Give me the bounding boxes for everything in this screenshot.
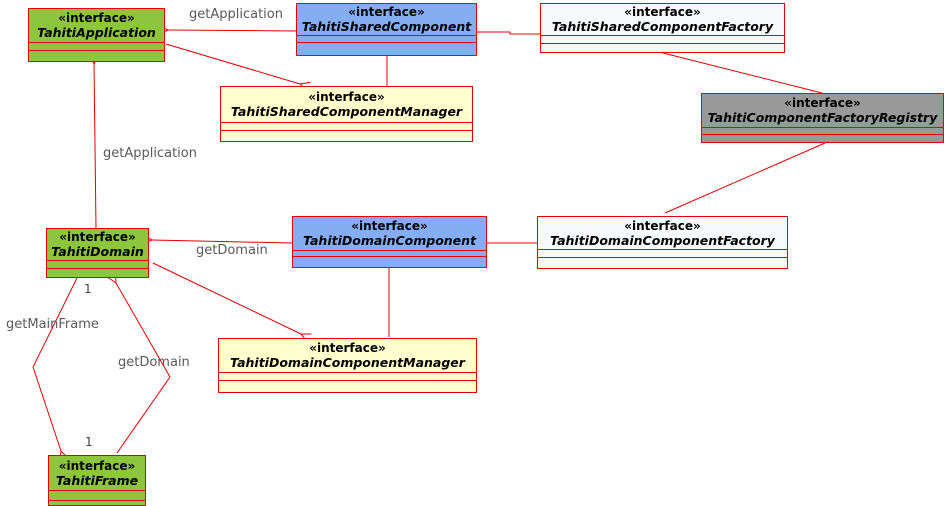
operations-compartment bbox=[702, 135, 943, 142]
stereotype-label: «interface» bbox=[59, 230, 136, 244]
node-header: «interface» TahitiSharedComponentFactory bbox=[541, 4, 784, 36]
interface-name-label: TahitiSharedComponentManager bbox=[230, 104, 463, 119]
operations-compartment bbox=[49, 501, 145, 505]
edge-getmainframe-domain-to-frame[interactable] bbox=[32, 277, 78, 462]
uml-node-tahiti-frame[interactable]: «interface» TahitiFrame bbox=[48, 455, 146, 506]
interface-name-label: TahitiSharedComponent bbox=[301, 19, 472, 34]
stereotype-label: «interface» bbox=[348, 5, 425, 19]
interface-name-label: TahitiSharedComponentFactory bbox=[551, 19, 774, 34]
interface-name-label: TahitiDomainComponentManager bbox=[230, 355, 465, 370]
operations-compartment bbox=[47, 269, 148, 277]
node-header: «interface» TahitiDomainComponent bbox=[293, 217, 486, 251]
attributes-compartment bbox=[541, 36, 784, 44]
uml-node-tahiti-domain[interactable]: «interface» TahitiDomain bbox=[46, 228, 149, 278]
edge-domain-to-domaincomponentmanager[interactable] bbox=[152, 262, 312, 343]
multiplicity-label-frame-end[interactable]: 1 bbox=[85, 435, 93, 449]
node-header: «interface» TahitiDomainComponentManager bbox=[219, 339, 476, 373]
attributes-compartment bbox=[47, 261, 148, 269]
node-header: «interface» TahitiFrame bbox=[49, 456, 145, 491]
stereotype-label: «interface» bbox=[624, 218, 701, 233]
node-header: «interface» TahitiApplication bbox=[29, 9, 164, 43]
operations-compartment bbox=[297, 43, 476, 55]
interface-name-label: TahitiDomainComponentFactory bbox=[550, 232, 775, 248]
uml-node-tahiti-domain-component[interactable]: «interface» TahitiDomainComponent bbox=[292, 216, 487, 268]
uml-node-tahiti-application[interactable]: «interface» TahitiApplication bbox=[28, 8, 165, 62]
interface-name-label: TahitiComponentFactoryRegistry bbox=[707, 110, 938, 125]
edge-label-getdomain-low[interactable]: getDomain bbox=[118, 355, 190, 370]
attributes-compartment bbox=[29, 43, 164, 51]
interface-name-label: TahitiDomainComponent bbox=[302, 233, 477, 248]
edge-getapplication-domain-to-application[interactable] bbox=[88, 54, 99, 229]
operations-compartment bbox=[293, 257, 486, 267]
node-header: «interface» TahitiSharedComponentManager bbox=[221, 87, 472, 123]
edge-sharedcomponentfactory-to-factoryregistry[interactable] bbox=[662, 52, 823, 94]
operations-compartment bbox=[541, 44, 784, 52]
interface-name-label: TahitiFrame bbox=[55, 472, 139, 488]
stereotype-label: «interface» bbox=[58, 458, 136, 473]
uml-node-tahiti-shared-component[interactable]: «interface» TahitiSharedComponent bbox=[296, 3, 477, 56]
edge-factoryregistry-to-domaincomponentfactory[interactable] bbox=[664, 142, 826, 214]
node-header: «interface» TahitiSharedComponent bbox=[297, 4, 476, 36]
edge-getapplication-sharedcomponent-to-application[interactable] bbox=[158, 24, 297, 35]
node-header: «interface» TahitiDomainComponentFactory bbox=[538, 217, 787, 250]
edge-label-getapplication-left[interactable]: getApplication bbox=[103, 146, 197, 161]
uml-node-tahiti-shared-component-manager[interactable]: «interface» TahitiSharedComponentManager bbox=[220, 86, 473, 142]
uml-node-tahiti-component-factory-registry[interactable]: «interface» TahitiComponentFactoryRegist… bbox=[701, 93, 944, 143]
edge-label-getdomain-mid[interactable]: getDomain bbox=[196, 243, 268, 258]
stereotype-label: «interface» bbox=[309, 341, 386, 355]
node-header: «interface» TahitiDomain bbox=[47, 229, 148, 261]
interface-name-label: TahitiDomain bbox=[51, 244, 144, 259]
attributes-compartment bbox=[293, 251, 486, 257]
edge-sharedcomponent-to-sharedcomponentfactory[interactable] bbox=[477, 31, 540, 35]
edge-label-getapplication-top[interactable]: getApplication bbox=[189, 7, 283, 22]
node-header: «interface» TahitiComponentFactoryRegist… bbox=[702, 94, 943, 128]
edge-application-to-sharedcomponentmanager[interactable] bbox=[165, 43, 311, 92]
edge-label-getmainframe[interactable]: getMainFrame bbox=[6, 317, 99, 332]
stereotype-label: «interface» bbox=[784, 96, 861, 110]
uml-node-tahiti-domain-component-manager[interactable]: «interface» TahitiDomainComponentManager bbox=[218, 338, 477, 393]
uml-node-tahiti-domain-component-factory[interactable]: «interface» TahitiDomainComponentFactory bbox=[537, 216, 788, 269]
attributes-compartment bbox=[702, 128, 943, 135]
stereotype-label: «interface» bbox=[624, 5, 701, 19]
attributes-compartment bbox=[49, 491, 145, 501]
attributes-compartment bbox=[297, 36, 476, 43]
edge-getdomain-domaincomponent-to-domain[interactable] bbox=[142, 234, 293, 245]
operations-compartment bbox=[219, 381, 476, 392]
attributes-compartment bbox=[221, 123, 472, 131]
interface-name-label: TahitiApplication bbox=[37, 25, 156, 40]
operations-compartment bbox=[29, 51, 164, 61]
edge-getdomain-frame-to-domain[interactable] bbox=[107, 272, 171, 454]
multiplicity-label-domain-end[interactable]: 1 bbox=[84, 282, 92, 296]
operations-compartment bbox=[538, 258, 787, 268]
operations-compartment bbox=[221, 131, 472, 141]
attributes-compartment bbox=[219, 373, 476, 381]
stereotype-label: «interface» bbox=[58, 11, 135, 25]
stereotype-label: «interface» bbox=[308, 90, 385, 104]
stereotype-label: «interface» bbox=[351, 219, 428, 233]
uml-node-tahiti-shared-component-factory[interactable]: «interface» TahitiSharedComponentFactory bbox=[540, 3, 785, 53]
attributes-compartment bbox=[538, 250, 787, 258]
